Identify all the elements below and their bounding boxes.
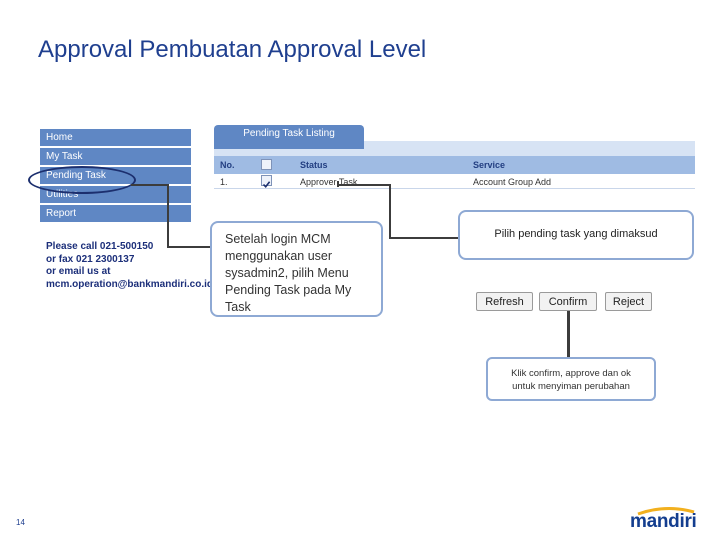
row-checkbox[interactable] — [261, 175, 272, 189]
connector-line — [567, 311, 570, 358]
page-number: 14 — [16, 518, 25, 527]
login-instruction-callout: Setelah login MCM menggunakan user sysad… — [210, 221, 383, 317]
menu-item-report[interactable]: Report — [40, 205, 191, 222]
connector-line — [131, 184, 169, 186]
confirm-instruction-callout: Klik confirm, approve dan ok untuk menyi… — [486, 357, 656, 401]
row-status: Approver Task — [300, 177, 358, 187]
confirm-instruction-line-2: untuk menyiman perubahan — [512, 381, 630, 392]
confirm-instruction-line-1: Klik confirm, approve dan ok — [511, 368, 631, 379]
contact-info: Please call 021-500150 or fax 021 230013… — [46, 241, 213, 291]
contact-phone: Please call 021-500150 — [46, 241, 154, 252]
connector-line — [167, 184, 169, 248]
column-header-status: Status — [300, 160, 328, 170]
table-header — [214, 156, 695, 174]
select-task-callout: Pilih pending task yang dimaksud — [458, 210, 694, 260]
logo-text: mandiri — [630, 511, 697, 532]
contact-email-label: or email us at — [46, 266, 111, 277]
contact-fax: or fax 021 2300137 — [46, 253, 135, 265]
row-service: Account Group Add — [473, 177, 552, 187]
mandiri-logo: mandiri — [630, 506, 697, 532]
select-all-checkbox[interactable] — [261, 159, 272, 170]
tab-pending-task-listing[interactable]: Pending Task Listing — [214, 125, 364, 149]
connector-line — [167, 246, 211, 248]
refresh-button[interactable]: Refresh — [476, 292, 533, 311]
logo-swoosh-icon — [637, 507, 695, 516]
row-no: 1. — [220, 177, 228, 187]
reject-button[interactable]: Reject — [605, 292, 652, 311]
confirm-button[interactable]: Confirm — [539, 292, 597, 311]
row-divider — [214, 188, 695, 189]
column-header-no: No. — [220, 160, 235, 170]
connector-line — [389, 237, 459, 239]
column-header-service: Service — [473, 160, 506, 170]
highlight-ellipse — [28, 166, 136, 194]
connector-line — [389, 185, 391, 239]
slide-title: Approval Pembuatan Approval Level — [38, 36, 427, 63]
menu-item-home[interactable]: Home — [40, 129, 191, 146]
menu-item-my-task[interactable]: My Task — [40, 148, 191, 165]
checkmark-icon — [262, 181, 271, 189]
contact-email: mcm.operation@bankmandiri.co.id — [46, 278, 214, 290]
connector-line — [337, 184, 391, 186]
